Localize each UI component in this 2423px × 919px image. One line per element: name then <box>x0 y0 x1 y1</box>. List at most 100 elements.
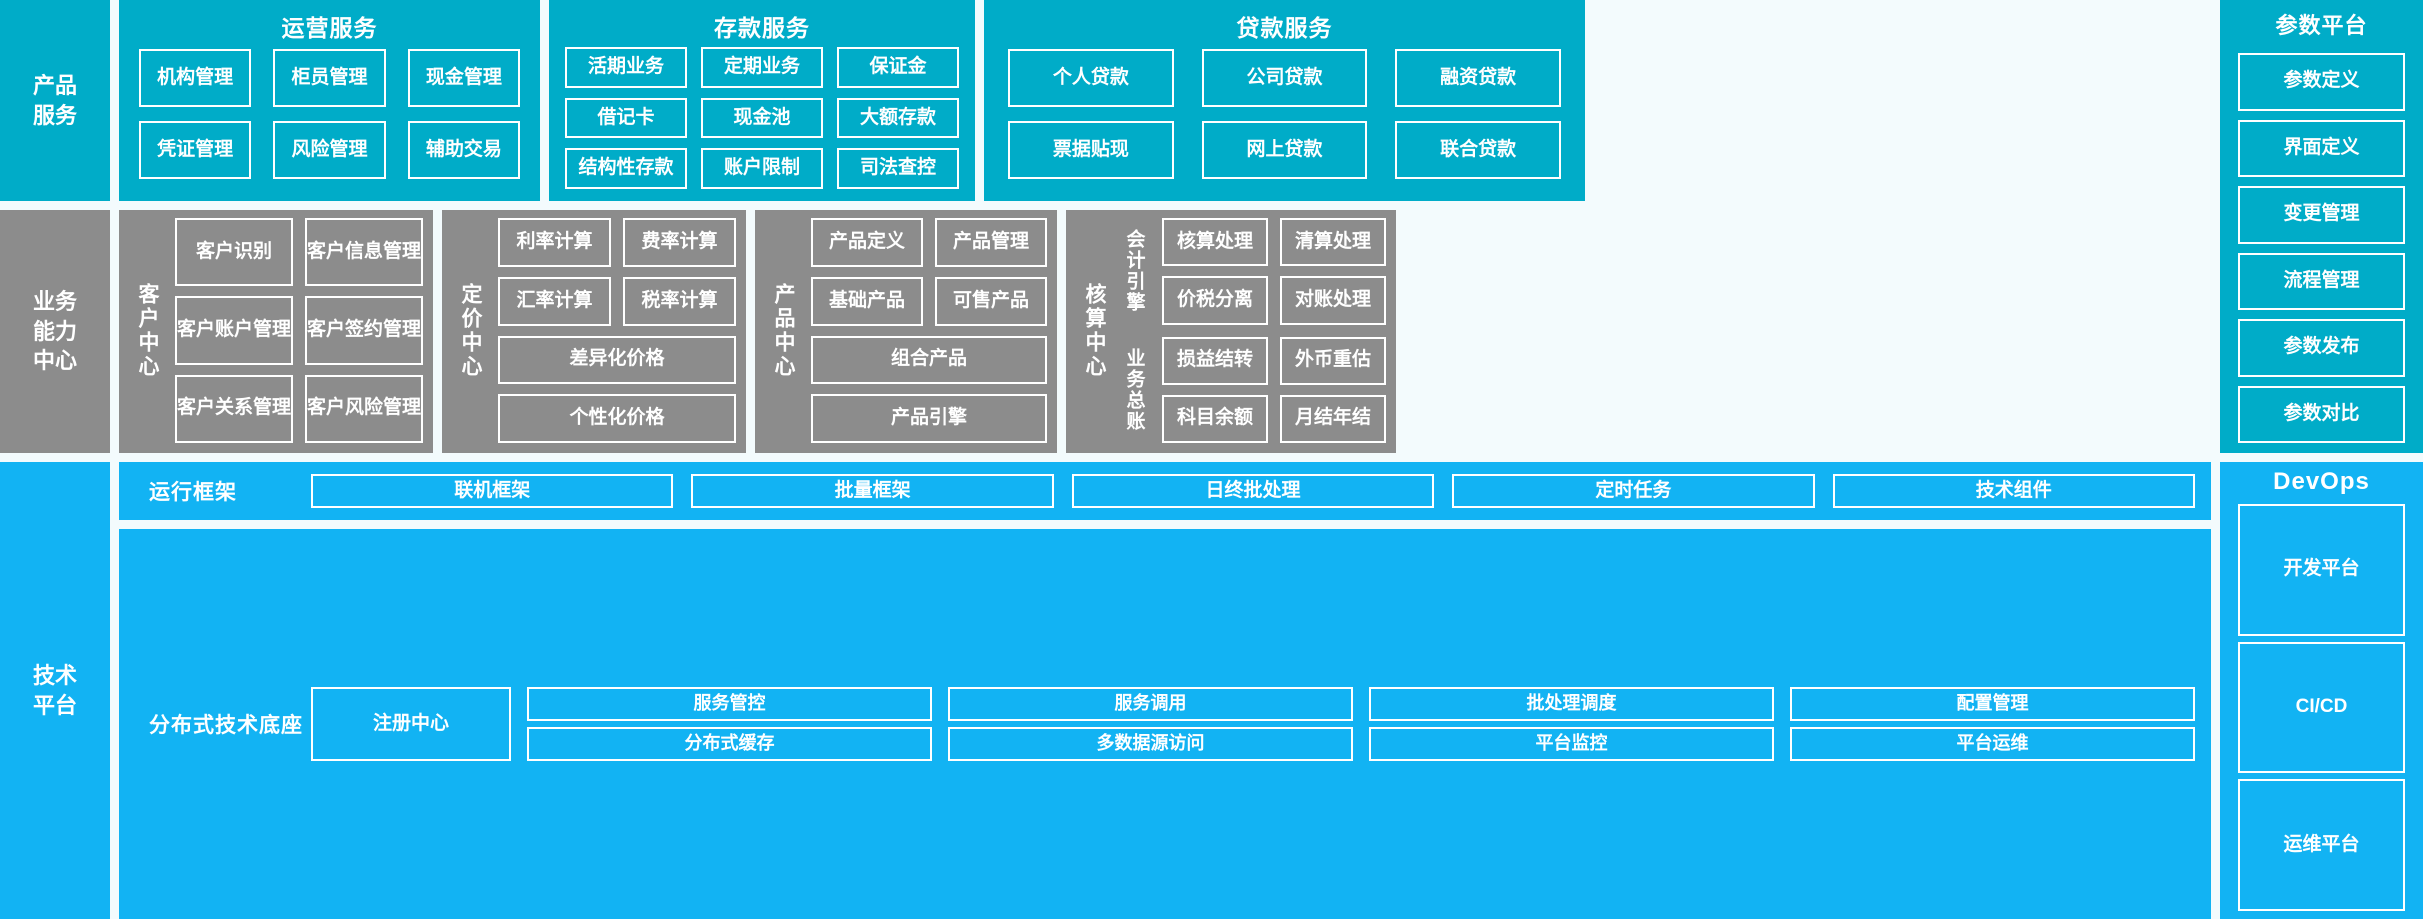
param-platform-panel: 参数平台 参数定义 界面定义 变更管理 流程管理 参数发布 参数对比 <box>2220 0 2423 453</box>
tech-item[interactable]: 批量框架 <box>691 474 1054 508</box>
devops-item[interactable]: 开发平台 <box>2238 504 2405 636</box>
param-platform-item[interactable]: 界面定义 <box>2238 119 2405 177</box>
capability-item[interactable]: 产品管理 <box>935 218 1047 267</box>
param-platform-item[interactable]: 参数对比 <box>2238 385 2405 443</box>
capability-item[interactable]: 费率计算 <box>623 218 736 267</box>
service-item[interactable]: 辅助交易 <box>407 121 520 179</box>
capability-item[interactable]: 基础产品 <box>811 276 923 326</box>
capability-item[interactable]: 客户关系管理 <box>175 374 293 443</box>
capability-item[interactable]: 税率计算 <box>623 276 736 326</box>
layer-label-technical-platform: 技术 平台 <box>0 462 110 919</box>
devops-panel: DevOps 开发平台 CI/CD 运维平台 <box>2220 462 2423 919</box>
service-item[interactable]: 柜员管理 <box>273 49 386 107</box>
service-item[interactable]: 定期业务 <box>701 47 823 88</box>
capability-item[interactable]: 价税分离 <box>1162 276 1268 325</box>
capability-item[interactable]: 利率计算 <box>498 218 611 267</box>
capability-item-wide[interactable]: 产品引擎 <box>811 394 1047 443</box>
capability-item[interactable]: 外币重估 <box>1280 336 1386 385</box>
devops-item[interactable]: CI/CD <box>2238 641 2405 774</box>
capability-item[interactable]: 客户账户管理 <box>175 296 293 365</box>
capability-item[interactable]: 核算处理 <box>1162 218 1268 267</box>
technical-platform-row: 技术 平台 运行框架 联机框架 批量框架 日终批处理 定时任务 技术组件 分布式… <box>0 462 2423 919</box>
layer-label-product-services: 产品 服务 <box>0 0 110 201</box>
service-item[interactable]: 网上贷款 <box>1201 121 1368 179</box>
tech-band-runtime: 运行框架 联机框架 批量框架 日终批处理 定时任务 技术组件 <box>119 462 2211 520</box>
product-services-row: 产品 服务 运营服务 机构管理 柜员管理 现金管理 凭证管理 风险管理 辅助交易… <box>0 0 2423 453</box>
capability-item[interactable]: 科目余额 <box>1162 394 1268 443</box>
tech-item[interactable]: 平台监控 <box>1369 727 1774 761</box>
tech-item[interactable]: 多数据源访问 <box>948 727 1353 761</box>
capability-item[interactable]: 产品定义 <box>811 218 923 267</box>
service-item[interactable]: 结构性存款 <box>565 148 687 189</box>
tech-item-registry[interactable]: 注册中心 <box>311 687 511 761</box>
param-platform-item[interactable]: 参数发布 <box>2238 319 2405 377</box>
service-item[interactable]: 大额存款 <box>837 97 959 139</box>
tech-item[interactable]: 定时任务 <box>1452 474 1815 508</box>
tech-item[interactable]: 配置管理 <box>1790 687 2195 721</box>
capability-item[interactable]: 客户信息管理 <box>305 218 423 287</box>
param-platform-item[interactable]: 参数定义 <box>2238 53 2405 111</box>
tech-band-label: 分布式技术底座 <box>149 714 303 737</box>
layer-label-line-2: 平台 <box>32 692 77 718</box>
layer-label-business-capability: 业务 能力 中心 <box>0 210 110 453</box>
capability-item[interactable]: 可售产品 <box>935 276 1047 326</box>
tech-item[interactable]: 平台运维 <box>1790 727 2195 761</box>
param-platform-item[interactable]: 变更管理 <box>2238 186 2405 244</box>
service-item[interactable]: 联合贷款 <box>1395 121 1561 179</box>
tech-item[interactable]: 日终批处理 <box>1071 474 1435 508</box>
center-label: 产品中心 <box>772 282 795 379</box>
service-group-loan: 贷款服务 个人贷款 公司贷款 融资贷款 票据贴现 网上贷款 联合贷款 <box>984 0 1585 201</box>
layer-label-line-2: 能力 <box>32 318 77 344</box>
tech-item-column: 配置管理 平台运维 <box>1790 687 2195 761</box>
service-item[interactable]: 公司贷款 <box>1201 49 1368 107</box>
service-item[interactable]: 融资贷款 <box>1395 49 1561 107</box>
service-group-operation: 运营服务 机构管理 柜员管理 现金管理 凭证管理 风险管理 辅助交易 <box>119 0 540 201</box>
accounting-subgroup-engine: 会计引擎 核算处理 清算处理 价税分离 对账处理 <box>1114 218 1386 325</box>
tech-item-column: 批处理调度 平台监控 <box>1369 687 1774 761</box>
capability-item-wide[interactable]: 差异化价格 <box>498 335 736 385</box>
service-group-deposit: 存款服务 活期业务 定期业务 保证金 借记卡 现金池 大额存款 结构性存款 账户… <box>549 0 975 201</box>
layer-label-line-1: 产品 <box>32 72 77 98</box>
service-item[interactable]: 凭证管理 <box>139 121 252 179</box>
tech-band-label: 运行框架 <box>149 481 237 504</box>
param-platform-item[interactable]: 流程管理 <box>2238 252 2405 310</box>
tech-item-column: 服务管控 分布式缓存 <box>527 687 932 761</box>
devops-item[interactable]: 运维平台 <box>2238 779 2405 912</box>
service-item[interactable]: 现金池 <box>701 97 823 139</box>
capability-item[interactable]: 损益结转 <box>1162 336 1268 385</box>
layer-label-line-1: 技术 <box>32 662 77 688</box>
capability-item[interactable]: 汇率计算 <box>498 276 611 326</box>
service-item[interactable]: 活期业务 <box>565 47 687 88</box>
service-item[interactable]: 现金管理 <box>407 49 520 107</box>
capability-item[interactable]: 客户风险管理 <box>305 374 423 443</box>
layer-label-line-3: 中心 <box>32 348 77 374</box>
tech-item[interactable]: 联机框架 <box>311 474 674 508</box>
service-group-title: 运营服务 <box>281 15 378 41</box>
service-item[interactable]: 风险管理 <box>273 121 386 179</box>
capability-item-wide[interactable]: 组合产品 <box>811 335 1047 385</box>
subgroup-label: 业务总账 <box>1123 347 1145 432</box>
capability-item-wide[interactable]: 个性化价格 <box>498 394 736 443</box>
tech-item[interactable]: 服务管控 <box>527 687 932 721</box>
capability-item[interactable]: 月结年结 <box>1280 394 1386 443</box>
service-group-title: 存款服务 <box>714 15 810 41</box>
capability-center-pricing: 定价中心 利率计算 费率计算 汇率计算 税率计算 差异化价格 个性化价格 <box>442 210 746 453</box>
layer-label-line-1: 业务 <box>32 288 77 314</box>
tech-item[interactable]: 批处理调度 <box>1369 687 1774 721</box>
service-item[interactable]: 司法查控 <box>837 148 959 189</box>
service-item[interactable]: 借记卡 <box>565 97 687 139</box>
devops-title: DevOps <box>2273 468 2370 495</box>
tech-item[interactable]: 服务调用 <box>948 687 1353 721</box>
capability-item[interactable]: 对账处理 <box>1280 276 1386 325</box>
service-item[interactable]: 机构管理 <box>139 49 252 107</box>
capability-item[interactable]: 客户识别 <box>175 218 293 287</box>
capability-item[interactable]: 清算处理 <box>1280 218 1386 267</box>
capability-item[interactable]: 客户签约管理 <box>305 296 423 365</box>
service-item[interactable]: 保证金 <box>837 47 959 88</box>
tech-item[interactable]: 技术组件 <box>1832 474 2195 508</box>
service-item[interactable]: 账户限制 <box>701 148 823 189</box>
tech-item[interactable]: 分布式缓存 <box>527 727 932 761</box>
center-label: 客户中心 <box>136 282 159 379</box>
service-item[interactable]: 个人贷款 <box>1008 49 1174 107</box>
service-item[interactable]: 票据贴现 <box>1008 121 1174 179</box>
